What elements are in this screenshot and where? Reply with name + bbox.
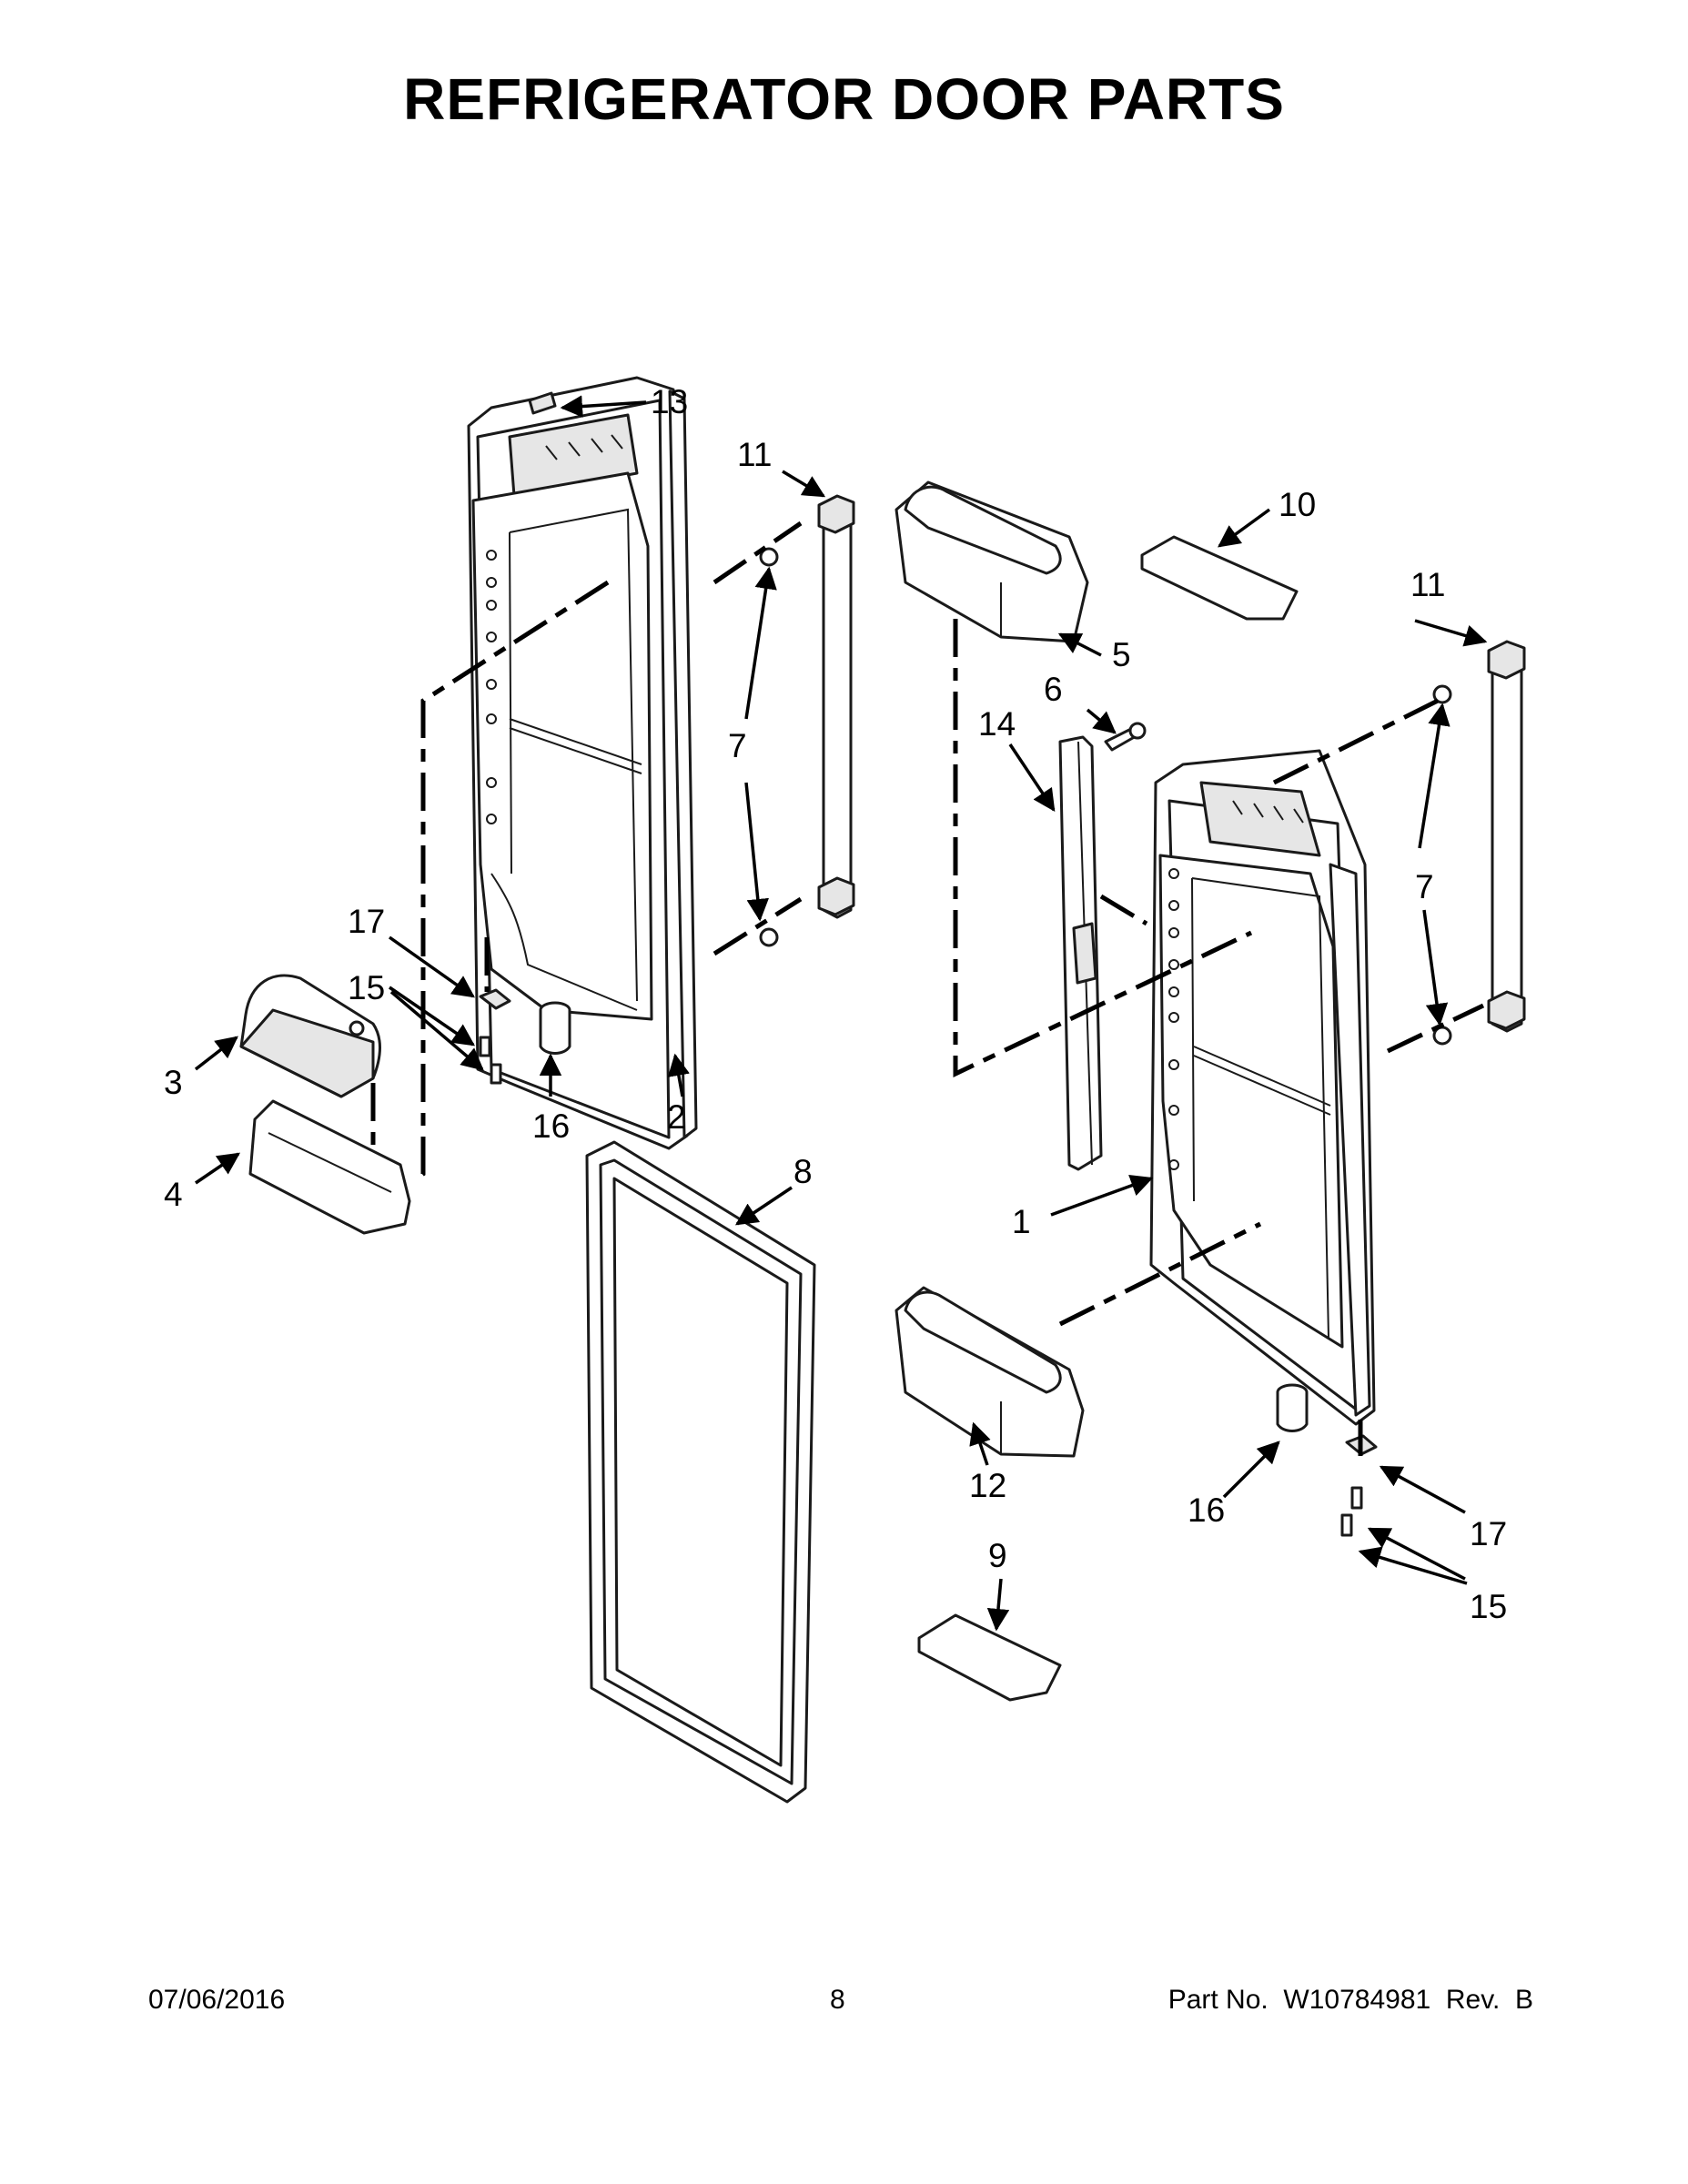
part-5-door-bin	[895, 480, 1089, 643]
part-7-handle-screws	[759, 547, 1452, 1046]
part-11-handle-left	[817, 494, 855, 919]
callout-7-left: 7	[728, 727, 747, 764]
part-8-door-gasket	[585, 1140, 816, 1804]
callout-13: 13	[651, 383, 688, 420]
page-title: REFRIGERATOR DOOR PARTS	[403, 66, 1285, 132]
callout-2: 2	[667, 1098, 686, 1136]
callout-6: 6	[1044, 671, 1063, 708]
part-11-handle-right	[1487, 640, 1526, 1033]
callout-12: 12	[969, 1467, 1006, 1504]
callout-10: 10	[1279, 486, 1316, 523]
part-12-door-bin	[895, 1286, 1085, 1458]
part-9-cover	[917, 1613, 1062, 1702]
leader-arrows	[194, 395, 1488, 1632]
callout-3: 3	[164, 1064, 183, 1101]
assembly-dash-lines	[370, 521, 1485, 1456]
callout-7-right: 7	[1415, 868, 1434, 905]
part-16-hinge-pin	[539, 1001, 1309, 1432]
callout-15-left: 15	[348, 969, 385, 1006]
right-door-liner	[1149, 749, 1376, 1426]
footer-part-number: Part No. W10784981 Rev. B	[1167, 1985, 1533, 2015]
callout-17-left: 17	[348, 903, 385, 940]
part-6-screw	[1104, 722, 1147, 752]
callout-labels: 1 2 3 4 5 6 7 7 8 9 10 11 11 12 13 14 15…	[164, 383, 1507, 1625]
part-14-mullion	[1058, 735, 1103, 1171]
callout-15-right: 15	[1470, 1588, 1507, 1625]
callout-8: 8	[793, 1153, 813, 1190]
part-3-cover	[239, 974, 381, 1098]
callout-1: 1	[1012, 1203, 1031, 1240]
callout-4: 4	[164, 1176, 183, 1213]
footer-date: 07/06/2016	[148, 1985, 286, 2015]
callout-16-right: 16	[1188, 1491, 1225, 1529]
footer-page-number: 8	[830, 1985, 845, 2015]
part-10-cover	[1140, 535, 1299, 621]
callout-14: 14	[978, 705, 1016, 743]
callout-17-right: 17	[1470, 1515, 1507, 1552]
callout-5: 5	[1112, 636, 1131, 673]
part-4-bin	[248, 1099, 411, 1235]
callout-11-right: 11	[1410, 566, 1445, 603]
part-13-clip	[528, 391, 557, 415]
callout-16-left: 16	[532, 1107, 570, 1145]
callout-11-left: 11	[737, 436, 772, 473]
left-door-liner	[467, 376, 698, 1150]
callout-9: 9	[988, 1537, 1007, 1574]
